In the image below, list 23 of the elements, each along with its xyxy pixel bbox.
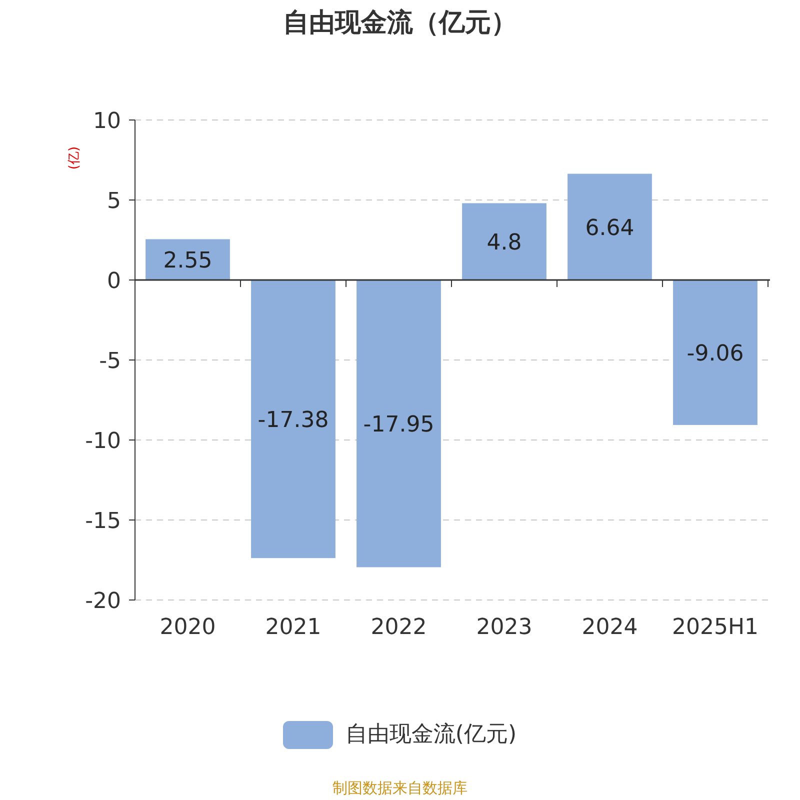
data-label: -17.38 xyxy=(258,408,329,434)
data-label: -9.06 xyxy=(686,341,744,366)
data-label: 6.64 xyxy=(585,216,634,241)
y-tick-label: 0 xyxy=(107,269,121,294)
y-axis-title: (亿) xyxy=(67,146,82,170)
x-tick-label: 2022 xyxy=(370,615,427,640)
x-tick-label: 2023 xyxy=(476,615,532,640)
x-tick-label: 2021 xyxy=(265,615,322,640)
x-tick-label: 2024 xyxy=(582,615,638,640)
x-tick-label: 2025H1 xyxy=(672,615,759,640)
y-tick-label: -15 xyxy=(85,509,121,534)
data-label: 4.8 xyxy=(486,230,522,256)
x-tick-label: 2020 xyxy=(160,615,216,640)
y-tick-label: -20 xyxy=(85,589,121,614)
y-tick-label: -5 xyxy=(99,349,121,374)
y-tick-label: 10 xyxy=(93,109,121,134)
data-label: -17.95 xyxy=(363,412,434,438)
y-tick-label: 5 xyxy=(107,189,121,214)
y-tick-label: -10 xyxy=(85,429,121,454)
chart-title: 自由现金流（亿元） xyxy=(282,7,518,40)
legend-label: 自由现金流(亿元) xyxy=(345,721,517,749)
source-note: 制图数据来自数据库 xyxy=(332,778,468,799)
data-label: 2.55 xyxy=(163,248,212,274)
